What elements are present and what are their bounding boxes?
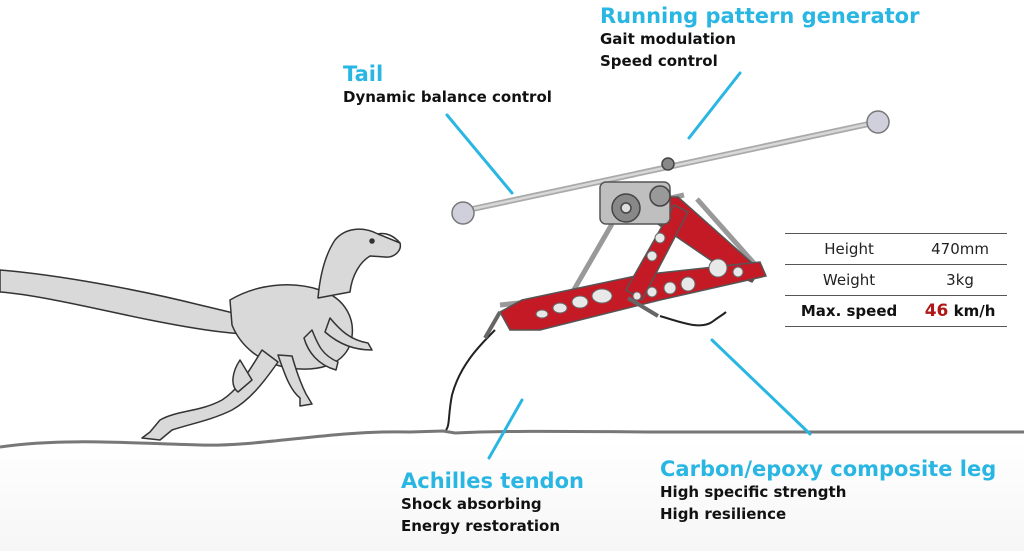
carbon-title: Carbon/epoxy composite leg (660, 457, 997, 481)
speed-number: 46 (924, 301, 949, 321)
achilles-pointer (487, 398, 524, 460)
achilles-desc-2: Energy restoration (401, 517, 561, 535)
carbon-desc-1: High specific strength (660, 483, 847, 501)
pointer-lines (445, 71, 812, 460)
carbon-label: Carbon/epoxy composite leg High specific… (660, 457, 996, 525)
specs-row-speed: Max. speed 46 km/h (785, 295, 1007, 327)
achilles-title: Achilles tendon (401, 469, 584, 493)
achilles-tendon (445, 329, 496, 431)
carbon-desc-2: High resilience (660, 505, 787, 523)
foot-spring (659, 311, 727, 327)
speed-label: Max. speed (785, 295, 914, 327)
height-label: Height (785, 233, 914, 265)
running-desc-2: Speed control (600, 52, 718, 70)
carbon-pointer (710, 338, 812, 436)
weight-label: Weight (785, 264, 914, 296)
running-title: Running pattern generator (600, 4, 920, 28)
running-label: Running pattern generator Gait modulatio… (600, 4, 919, 72)
running-pointer (687, 71, 742, 140)
achilles-desc-1: Shock absorbing (401, 495, 542, 513)
robot-leg (445, 157, 768, 431)
speed-unit: km/h (953, 302, 996, 320)
specs-table: Height 470mm Weight 3kg Max. speed 46 km… (785, 233, 1007, 327)
ground-line (0, 429, 1024, 449)
running-desc-1: Gait modulation (600, 30, 736, 48)
tail-label: Tail Dynamic balance control (343, 62, 552, 108)
achilles-label: Achilles tendon Shock absorbing Energy r… (401, 469, 584, 537)
dinosaur-illustration (0, 228, 402, 441)
tail-pointer (445, 113, 514, 195)
speed-value: 46 km/h (913, 295, 1007, 327)
weight-value: 3kg (913, 264, 1007, 296)
tail-desc: Dynamic balance control (343, 88, 552, 106)
tail-title: Tail (343, 62, 384, 86)
specs-row-weight: Weight 3kg (785, 264, 1007, 296)
tail-weight-right (866, 110, 890, 134)
height-value: 470mm (913, 233, 1007, 265)
tail-weight-left (451, 201, 475, 225)
specs-row-height: Height 470mm (785, 233, 1007, 265)
